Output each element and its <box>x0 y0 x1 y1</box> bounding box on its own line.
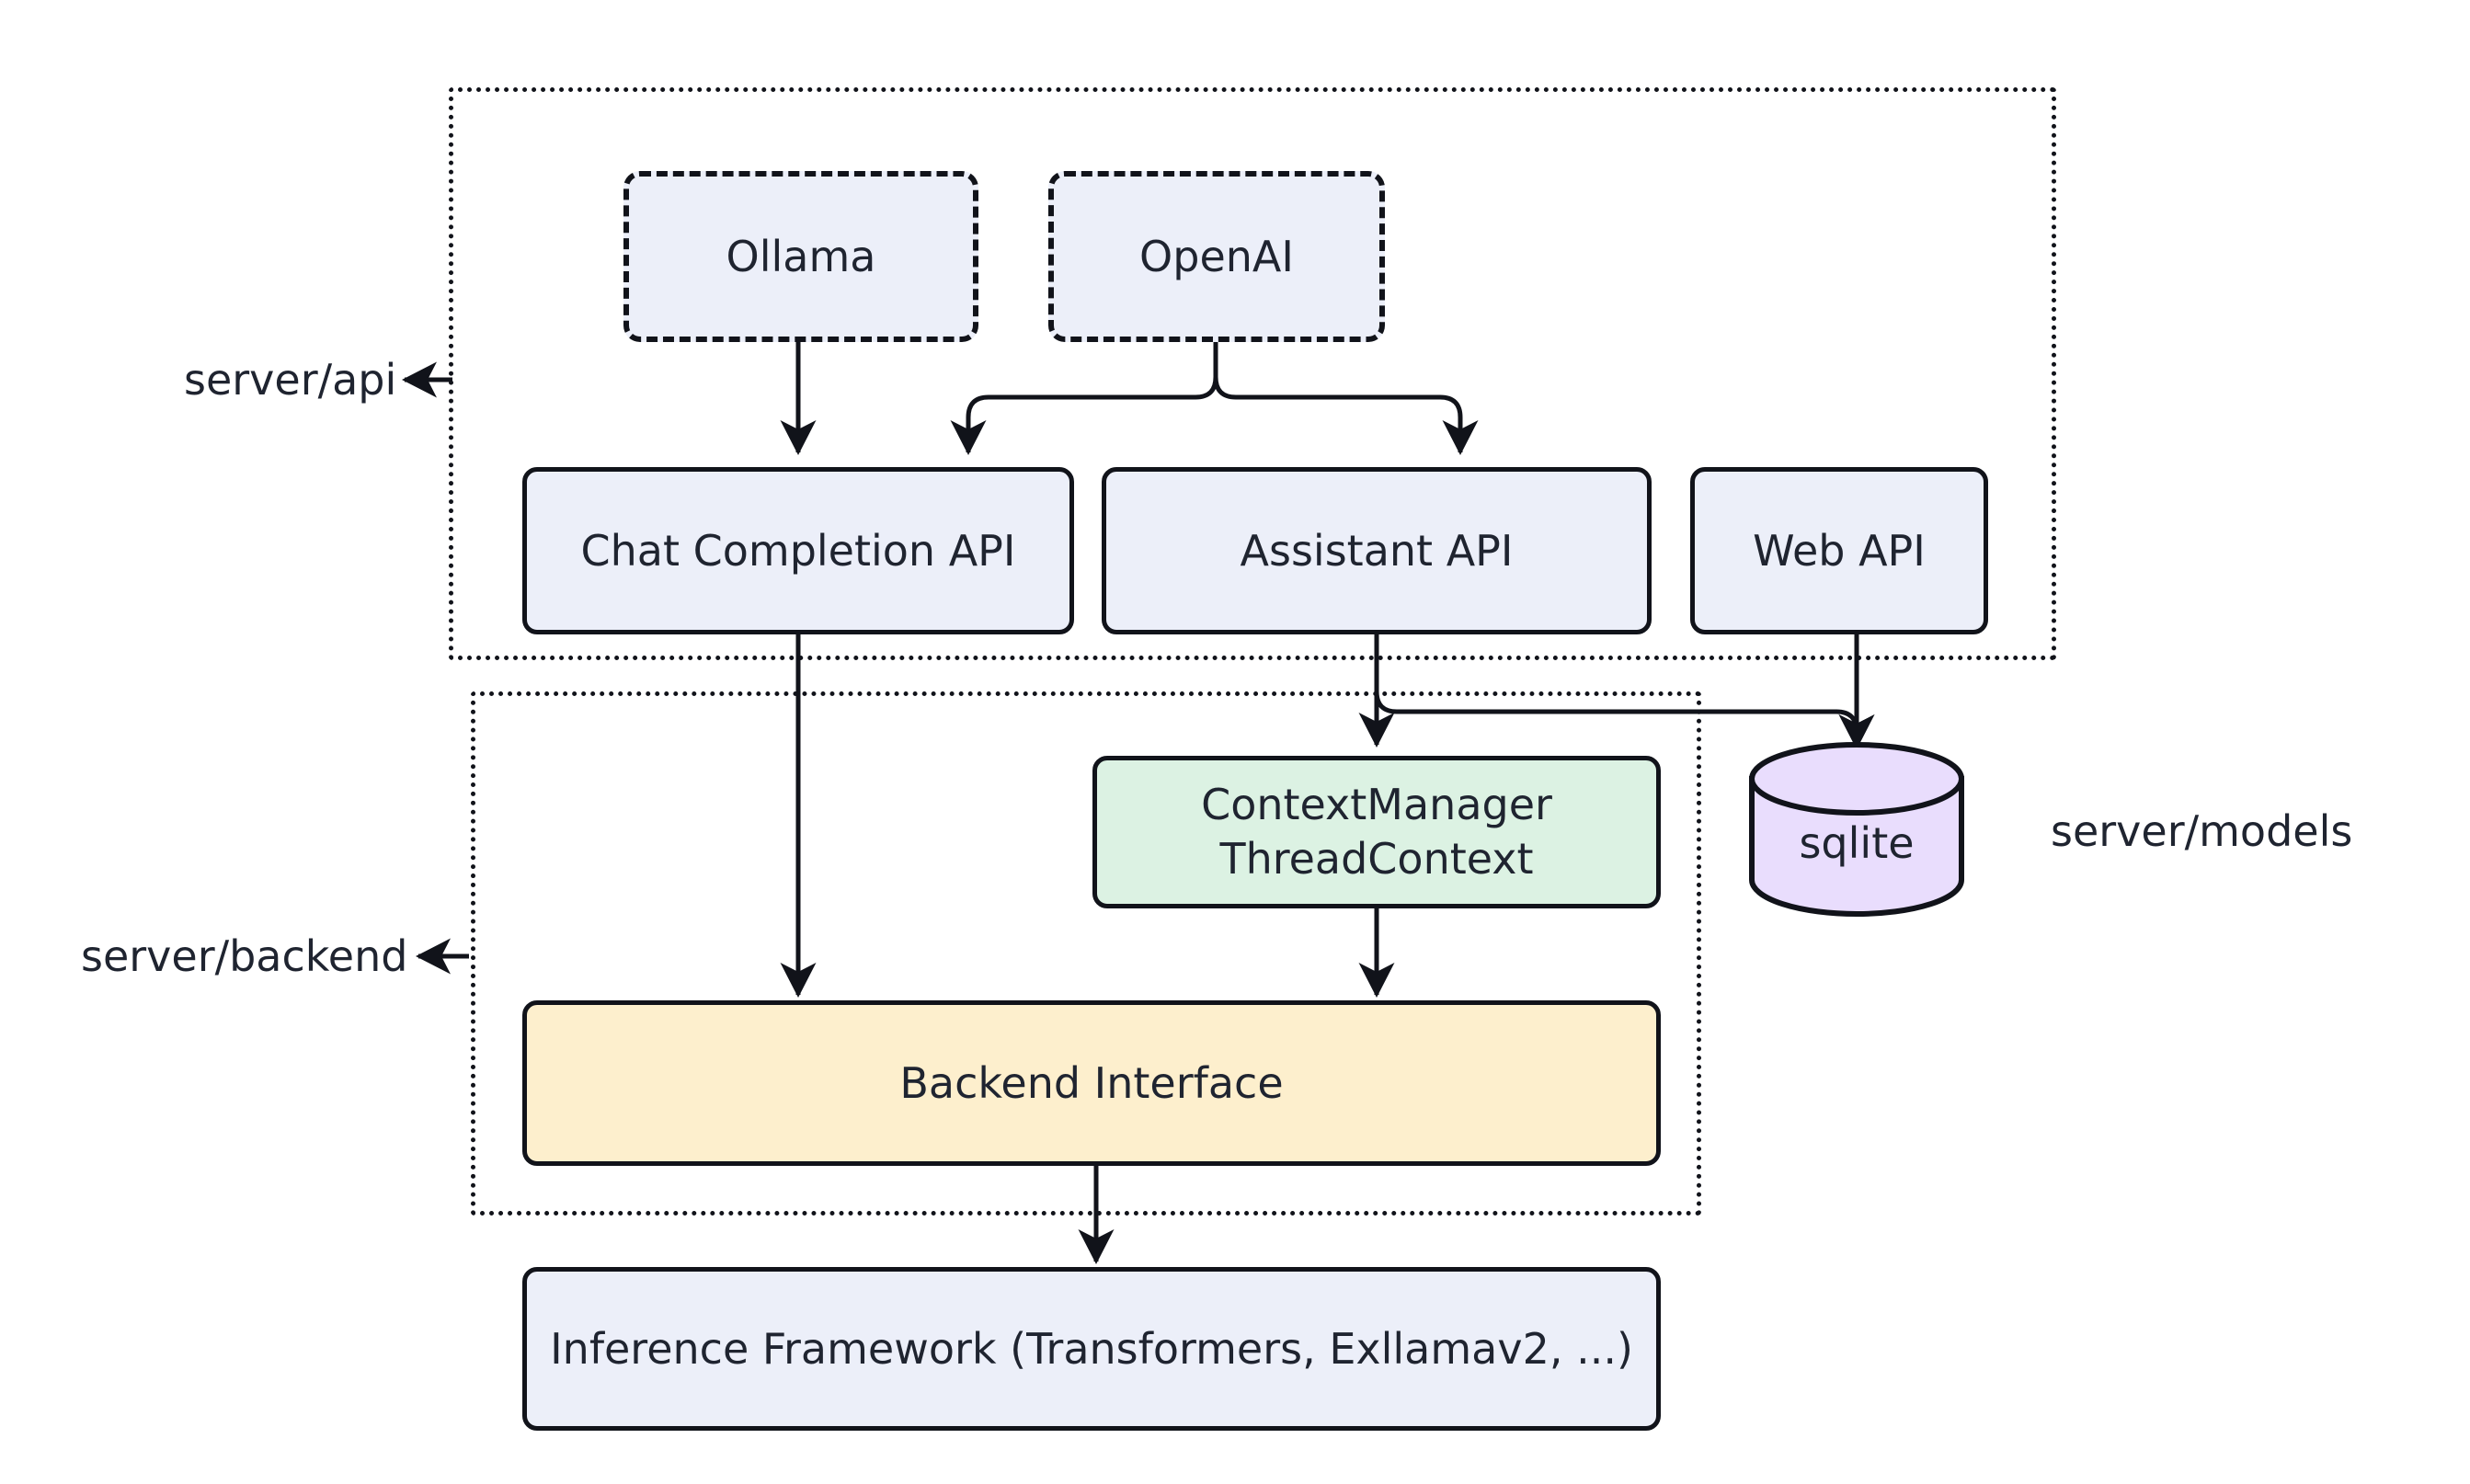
container-label-server-backend: server/backend <box>81 931 408 981</box>
node-backend-interface[interactable]: Backend Interface <box>522 1000 1661 1166</box>
node-openai[interactable]: OpenAI <box>1048 171 1385 342</box>
node-sqlite-label[interactable]: sqlite <box>1799 818 1915 868</box>
sqlite-cylinder-shape <box>1749 742 1964 917</box>
edge-openai-to-chat-completion-api <box>950 376 1218 455</box>
label-server-models: server/models <box>2051 806 2353 856</box>
node-context-manager[interactable]: ContextManager ThreadContext <box>1092 756 1661 908</box>
node-inference-framework[interactable]: Inference Framework (Transformers, Exlla… <box>522 1267 1661 1431</box>
node-chat-completion-api[interactable]: Chat Completion API <box>522 467 1074 634</box>
container-server-backend <box>471 691 1701 1216</box>
node-ollama[interactable]: Ollama <box>623 171 978 342</box>
node-web-api[interactable]: Web API <box>1690 467 1988 634</box>
container-server-api <box>449 87 2056 660</box>
edge-openai-to-assistant-api <box>1213 376 1479 455</box>
node-assistant-api[interactable]: Assistant API <box>1102 467 1652 634</box>
container-label-server-api: server/api <box>184 355 397 405</box>
